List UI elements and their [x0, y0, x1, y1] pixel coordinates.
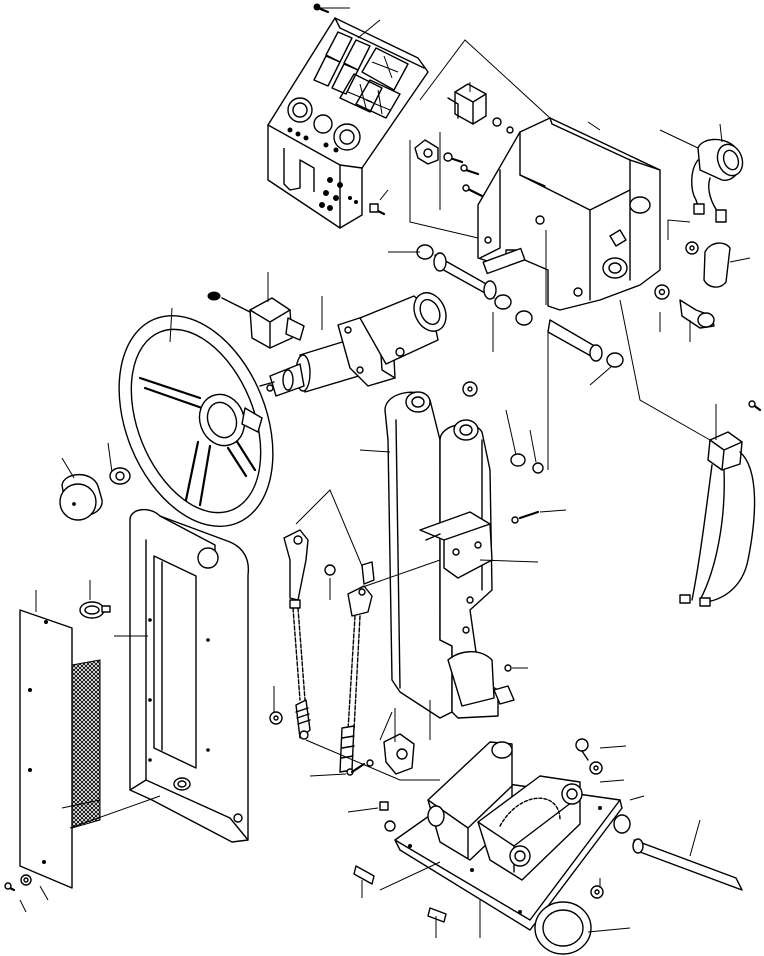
panel-mounting-screw [444, 118, 760, 671]
bushing [417, 245, 623, 473]
steering-column [260, 288, 452, 396]
knob [680, 243, 730, 328]
horn [692, 139, 747, 222]
steering-wheel [90, 293, 302, 549]
leader-lines [20, 8, 750, 938]
boot [535, 902, 591, 954]
column-support-bracket [478, 118, 660, 310]
pedal-link [270, 530, 374, 772]
panel-mounting-screw [5, 739, 603, 898]
clamp [80, 602, 110, 618]
column-frame [385, 392, 514, 718]
relay [448, 84, 486, 124]
clamp [384, 734, 414, 774]
switch-harness [208, 292, 304, 348]
mounting-plate [395, 742, 622, 930]
clamp [415, 140, 438, 164]
pivot-shaft [354, 815, 742, 922]
side-cover [20, 610, 72, 888]
switch-harness [680, 432, 755, 606]
instrument-panel [268, 18, 428, 228]
lower-cover [130, 510, 248, 842]
horn-button [60, 468, 130, 520]
